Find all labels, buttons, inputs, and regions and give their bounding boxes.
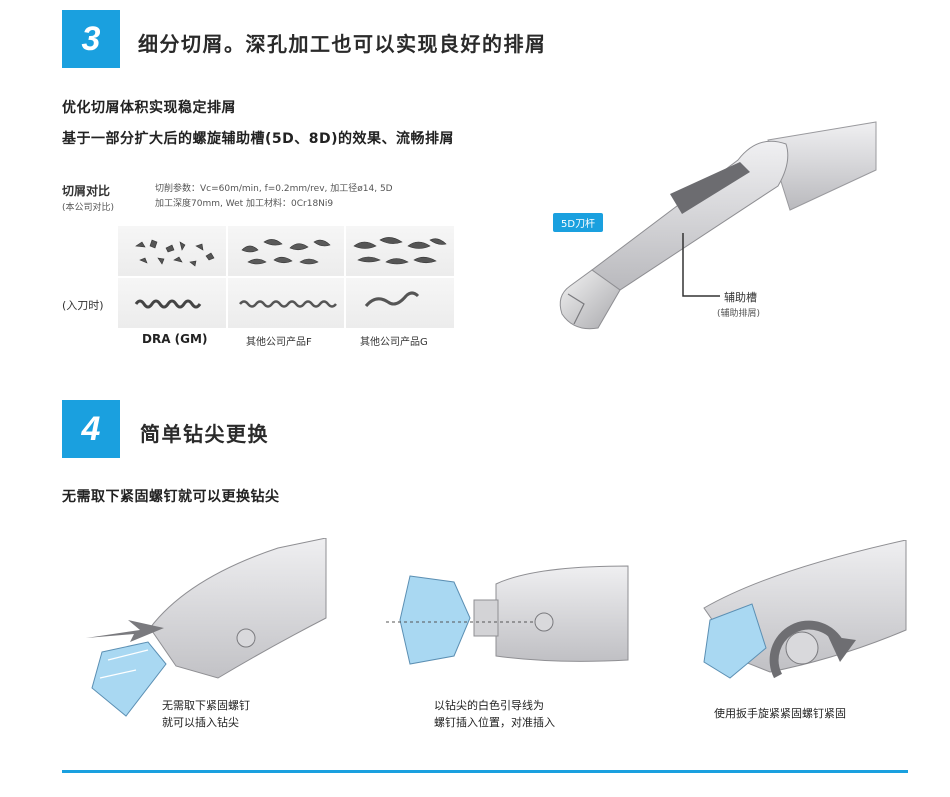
product-label-company-g: 其他公司产品G [360,337,428,348]
product-label-dra: DRA (GM) [142,332,208,346]
section-number-4: 4 [62,400,120,458]
section-number-3: 3 [62,10,120,68]
chip-photo-dra [118,226,226,276]
product-label-company-f: 其他公司产品F [246,337,312,348]
entry-chip-photo-company-f [228,278,344,328]
step1-caption-line1: 无需取下紧固螺钉 [162,699,250,712]
drill-badge-5d: 5D刀杆 [553,213,604,232]
section-3-line2: 基于一部分扩大后的螺旋辅助槽(5D、8D)的效果、流畅排屑 [62,131,455,147]
entry-chip-photo-dra [118,278,226,328]
section-number-text: 4 [81,409,101,448]
drill-illustration [559,121,877,330]
chip-photo-company-g [346,226,454,276]
step1-caption-line2: 就可以插入钻尖 [162,716,239,729]
groove-sublabel: (辅助排屑) [717,309,761,319]
step3-caption-line1: 使用扳手旋紧紧固螺钉紧固 [714,707,846,720]
step1-illustration [86,538,327,717]
step2-illustration [386,565,629,665]
step2-caption-line1: 以钻尖的白色引导线为 [434,699,544,712]
section-4-subtitle: 无需取下紧固螺钉就可以更换钻尖 [62,489,280,505]
step2-caption: 以钻尖的白色引导线为 螺钉插入位置，对准插入 [434,697,555,731]
section-4-title: 简单钻尖更换 [140,422,269,446]
chip-comparison-label: 切屑对比 [62,184,111,198]
entry-label: (入刀时) [62,299,104,312]
section-number-text: 3 [81,19,101,58]
entry-chip-photo-company-g [346,278,454,328]
step3-caption: 使用扳手旋紧紧固螺钉紧固 [714,705,846,722]
chip-photo-company-f [228,226,344,276]
chip-comparison-sublabel: (本公司对比) [62,203,115,213]
step1-caption: 无需取下紧固螺钉 就可以插入钻尖 [162,697,250,731]
cutting-params-line2: 加工深度70mm, Wet 加工材料：0Cr18Ni9 [155,199,334,209]
section-3-title: 细分切屑。深孔加工也可以实现良好的排屑 [138,32,547,56]
cutting-params-line1: 切削参数：Vc=60m/min, f=0.2mm/rev, 加工径ø14, 5D [155,184,393,194]
bottom-divider [62,770,908,773]
step2-caption-line2: 螺钉插入位置，对准插入 [434,716,555,729]
section-3-line1: 优化切屑体积实现稳定排屑 [62,100,236,116]
groove-label: 辅助槽 [724,291,757,304]
step3-illustration [703,540,907,679]
